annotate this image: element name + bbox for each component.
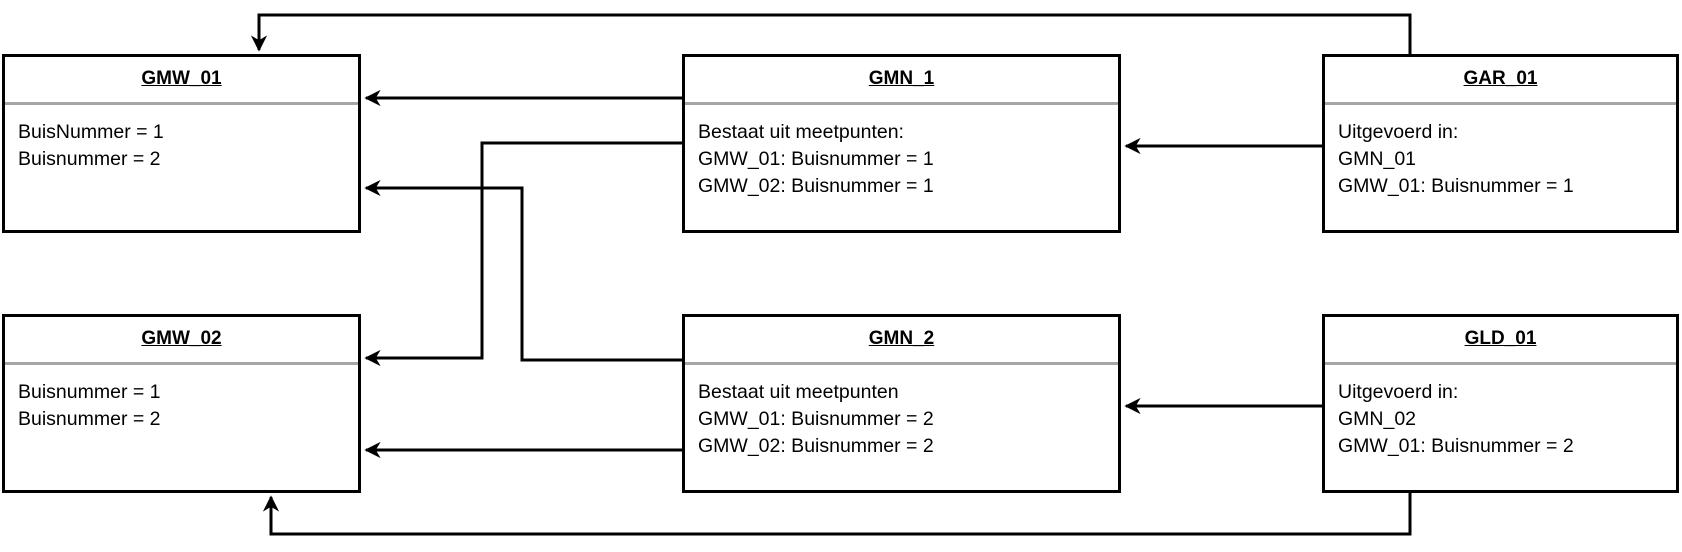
edge-gmn1-to-gmw02 [364,141,682,367]
node-gmn2-attr: Bestaat uit meetpunten [698,381,899,403]
node-gar01-body: Uitgevoerd in: GMN_01 GMW_01: Buisnummer… [1325,105,1676,200]
node-gmw02-title: GMW_02 [5,317,358,365]
node-gmn1: GMN_1 Bestaat uit meetpunten: GMW_01: Bu… [682,54,1121,233]
node-gmw01-attr: BuisNummer = 1 [18,121,164,143]
node-gld01-attr: GMW_01: Buisnummer = 2 [1338,435,1574,457]
node-gmn1-attr: Bestaat uit meetpunten: [698,121,904,143]
node-gld01-title: GLD_01 [1325,317,1676,365]
node-gmw01-body: BuisNummer = 1 Buisnummer = 2 [5,105,358,173]
edge-gmn2-to-gmw01 [364,179,682,362]
node-gmn2-title: GMN_2 [685,317,1118,365]
node-gmn2: GMN_2 Bestaat uit meetpunten GMW_01: Bui… [682,314,1121,493]
node-gld01-body: Uitgevoerd in: GMN_02 GMW_01: Buisnummer… [1325,365,1676,460]
node-gmn1-attr: GMW_01: Buisnummer = 1 [698,148,934,170]
node-gar01-attr: Uitgevoerd in: [1338,121,1459,143]
node-gar01-title: GAR_01 [1325,57,1676,105]
node-gmw01-attr: Buisnummer = 2 [18,148,161,170]
edge-gld01-to-gmw02 [262,493,1412,536]
node-gar01: GAR_01 Uitgevoerd in: GMN_01 GMW_01: Bui… [1322,54,1679,233]
node-gmw01: GMW_01 BuisNummer = 1 Buisnummer = 2 [2,54,361,233]
node-gmw02: GMW_02 Buisnummer = 1 Buisnummer = 2 [2,314,361,493]
node-gld01-attr: Uitgevoerd in: [1338,381,1459,403]
node-gmw02-attr: Buisnummer = 1 [18,381,161,403]
node-gmn2-body: Bestaat uit meetpunten GMW_01: Buisnumme… [685,365,1118,460]
node-gmn2-attr: GMW_01: Buisnummer = 2 [698,408,934,430]
node-gar01-attr: GMN_01 [1338,148,1417,170]
node-gmn1-title: GMN_1 [685,57,1118,105]
node-gmw02-body: Buisnummer = 1 Buisnummer = 2 [5,365,358,433]
node-gmw01-title: GMW_01 [5,57,358,105]
edge-gar01-to-gmw01 [250,13,1412,54]
node-gmn1-body: Bestaat uit meetpunten: GMW_01: Buisnumm… [685,105,1118,200]
node-gar01-attr: GMW_01: Buisnummer = 1 [1338,175,1574,197]
node-gld01: GLD_01 Uitgevoerd in: GMN_02 GMW_01: Bui… [1322,314,1679,493]
node-gmw02-attr: Buisnummer = 2 [18,408,161,430]
node-gmn2-attr: GMW_02: Buisnummer = 2 [698,435,934,457]
node-gmn1-attr: GMW_02: Buisnummer = 1 [698,175,934,197]
node-gld01-attr: GMN_02 [1338,408,1417,430]
